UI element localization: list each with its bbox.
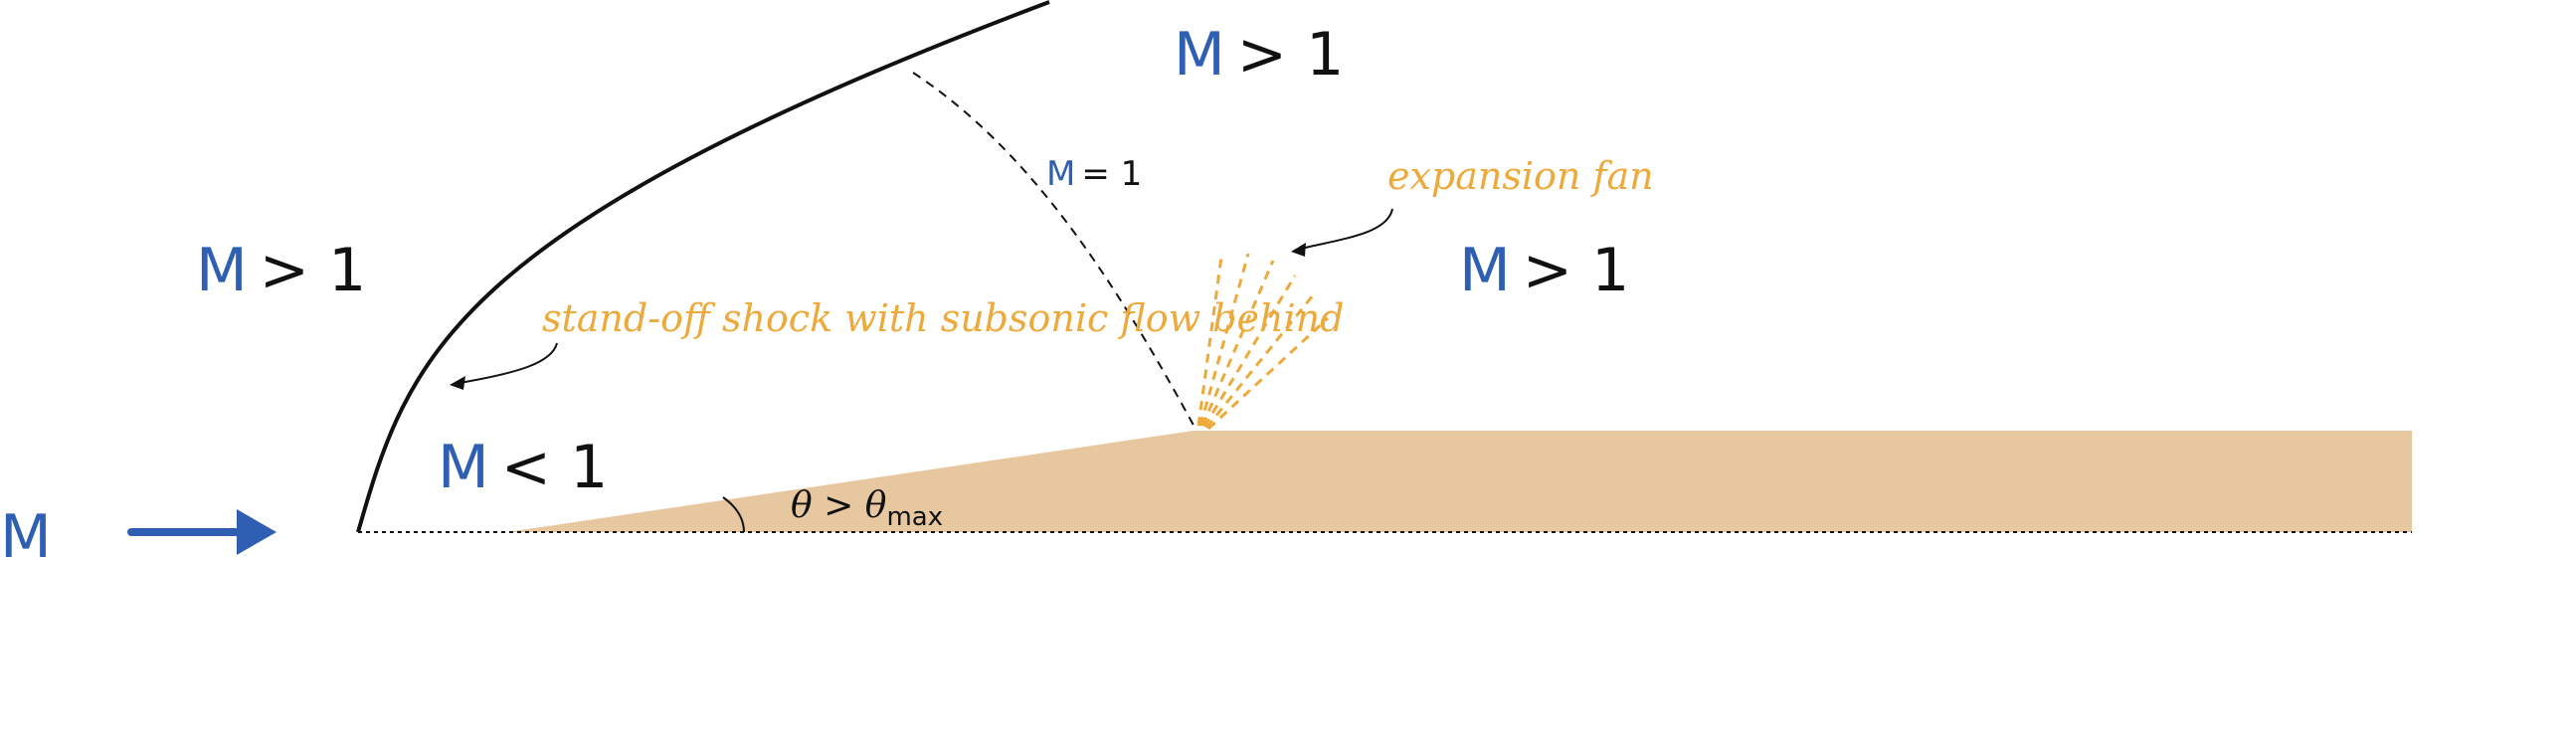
subsonic-mach-label: M< 1	[438, 433, 608, 502]
shock-annotation-arrow	[450, 342, 558, 390]
right-mach-label: M> 1	[1459, 236, 1629, 305]
fan-annotation-arrow	[1291, 208, 1393, 257]
expansion-fan-annotation: expansion fan	[1387, 154, 1654, 198]
angle-label: θ > θmax	[791, 485, 943, 532]
freestream-arrow	[127, 509, 276, 555]
sonic-line-label: M= 1	[1046, 154, 1142, 194]
detached-shock	[356, 0, 1050, 533]
shock-annotation: stand-off shock with subsonic flow behin…	[542, 296, 1344, 340]
freestream-mach-label: M	[0, 502, 52, 572]
expansion-fan	[1196, 253, 1330, 431]
top-mach-label: M> 1	[1174, 20, 1344, 90]
upstream-mach-label: M> 1	[196, 236, 366, 305]
wedge-body	[507, 431, 2412, 532]
angle-arc	[722, 496, 745, 533]
sonic-line	[912, 72, 1197, 432]
